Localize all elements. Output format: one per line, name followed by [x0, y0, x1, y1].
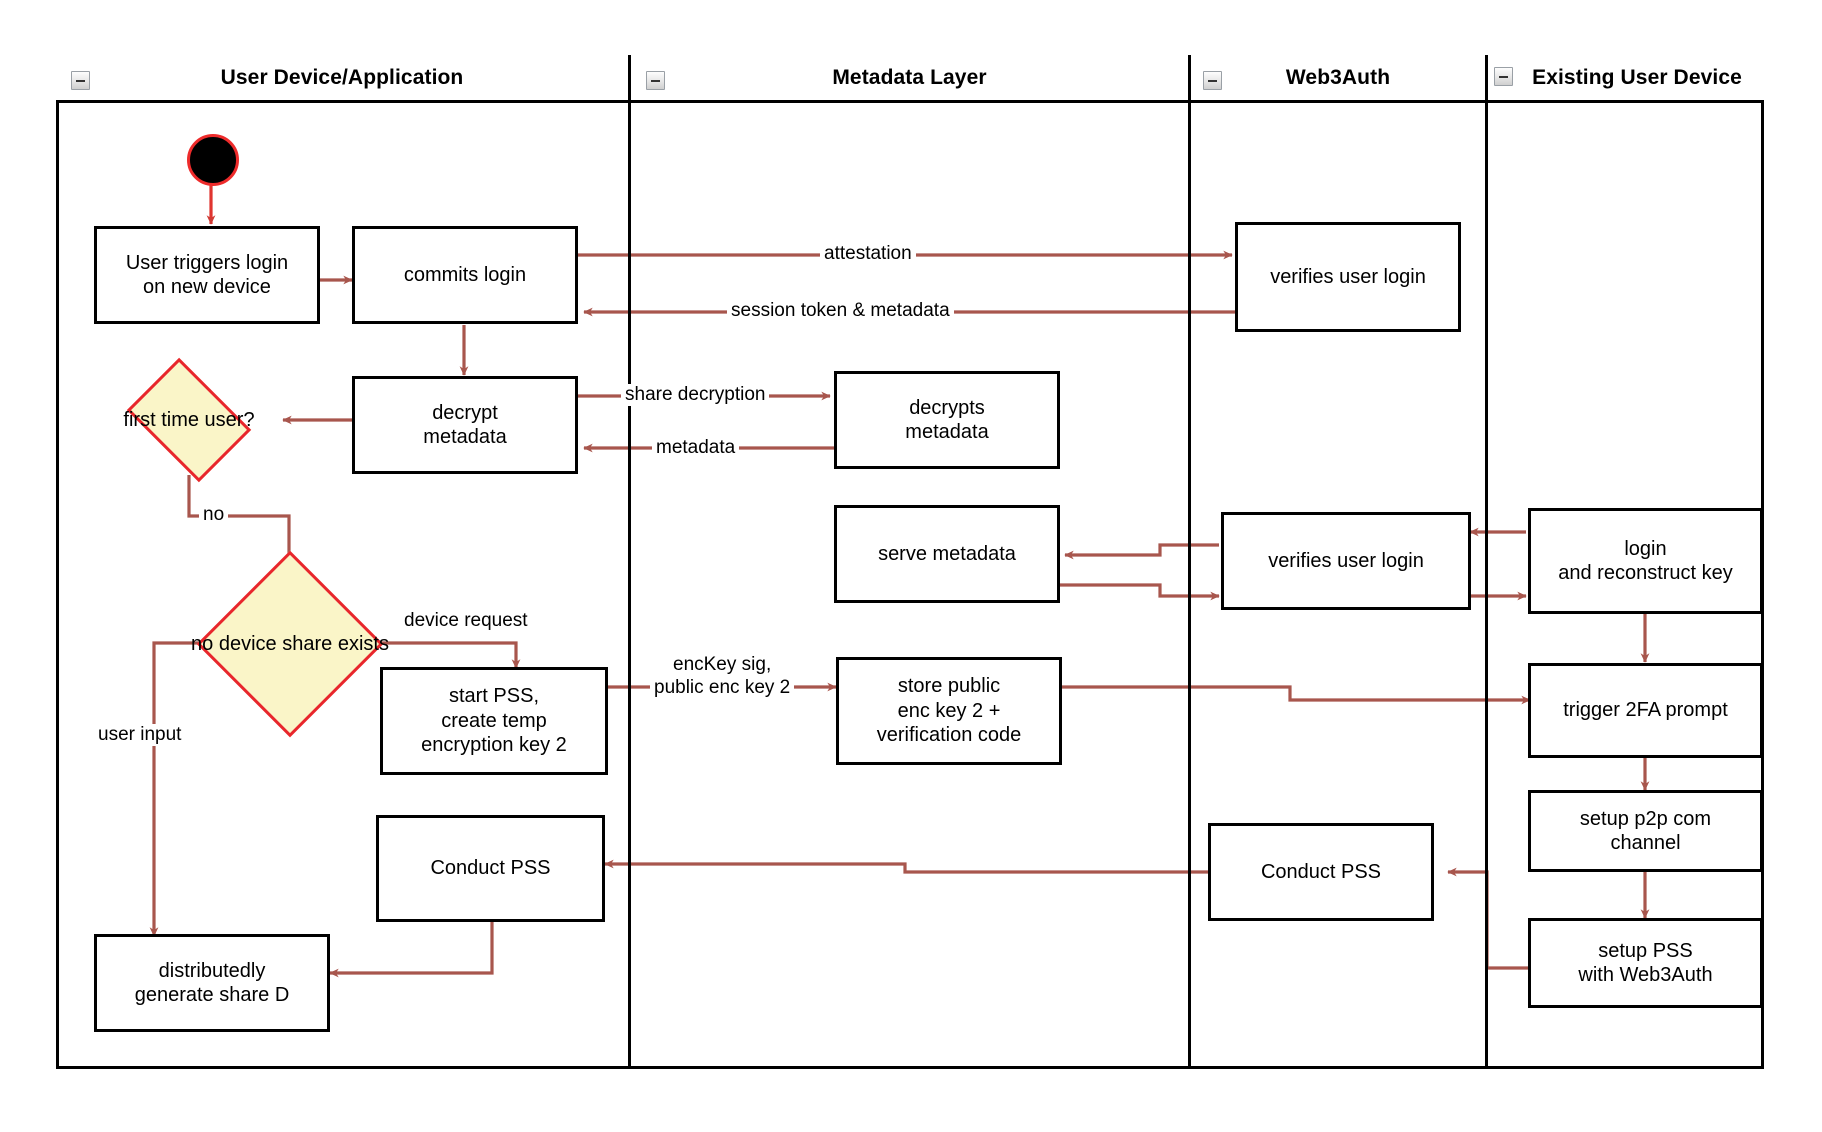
- node-label: verifies user login: [1268, 549, 1424, 572]
- node-label: serve metadata: [878, 542, 1016, 565]
- decision-line-1: first time: [123, 409, 199, 431]
- start-node: [187, 134, 239, 186]
- lane-header-web3auth[interactable]: Web3Auth: [1191, 55, 1488, 103]
- edge-label-device-request: device request: [400, 610, 532, 633]
- edge-label-share-decryption: share decryption: [621, 384, 770, 407]
- node-start-pss[interactable]: start PSS, create temp encryption key 2: [380, 667, 608, 775]
- node-label: verifies user login: [1270, 265, 1426, 288]
- decision-first-time-user[interactable]: first time user?: [106, 357, 272, 483]
- minus-icon[interactable]: [1203, 71, 1222, 90]
- node-label: Conduct PSS: [1260, 860, 1382, 883]
- edge-label-no: no: [199, 504, 229, 527]
- node-line-2: metadata: [423, 426, 507, 448]
- edge-label-line-2: public enc key 2: [654, 676, 791, 698]
- node-line-1: login: [1624, 537, 1667, 560]
- node-distributedly-generate-share-d[interactable]: distributedly generate share D: [94, 934, 330, 1032]
- node-line-1: User triggers login: [125, 251, 289, 274]
- node-line-2: create temp: [441, 709, 547, 732]
- node-line-1: start PSS,: [448, 685, 539, 708]
- node-user-triggers-login[interactable]: User triggers login on new device: [94, 226, 320, 324]
- node-login-and-reconstruct-key[interactable]: login and reconstruct key: [1528, 508, 1763, 614]
- edge-label-user-input: user input: [94, 724, 186, 747]
- node-setup-p2p-com-channel[interactable]: setup p2p com channel: [1528, 790, 1763, 872]
- node-commits-login[interactable]: commits login: [352, 226, 578, 324]
- minus-icon[interactable]: [71, 71, 90, 90]
- node-line-2: metadata: [905, 421, 989, 443]
- lane-title: User Device/Application: [220, 65, 464, 89]
- node-verifies-user-login-1[interactable]: verifies user login: [1235, 222, 1461, 332]
- node-line-1: decrypts: [909, 396, 985, 419]
- node-line-2: with Web3Auth: [1578, 964, 1713, 986]
- edge-label-enckey-sig: encKey sig, public enc key 2: [650, 654, 795, 700]
- edge-label-metadata: metadata: [652, 437, 740, 460]
- node-line-2: enc key 2 +: [897, 699, 1001, 722]
- decision-line-1: no device: [191, 633, 277, 655]
- edge-label-attestation: attestation: [820, 243, 916, 266]
- lane-title: Web3Auth: [1285, 65, 1391, 89]
- node-line-2: on new device: [143, 276, 271, 298]
- lane-title: Existing User Device: [1532, 65, 1742, 89]
- node-trigger-2fa-prompt[interactable]: trigger 2FA prompt: [1528, 663, 1763, 758]
- node-label: trigger 2FA prompt: [1563, 699, 1728, 722]
- node-label: Conduct PSS: [430, 857, 551, 880]
- minus-icon[interactable]: [1494, 67, 1513, 86]
- node-line-2: generate share D: [134, 984, 290, 1006]
- edge-label-session-token: session token & metadata: [727, 300, 954, 323]
- decision-line-2: share exists: [282, 633, 389, 655]
- lane-title: Metadata Layer: [832, 65, 987, 89]
- decision-line-2: user?: [204, 409, 255, 431]
- node-line-1: setup p2p com: [1579, 807, 1712, 830]
- node-label: commits login: [403, 263, 527, 286]
- node-line-3: encryption key 2: [421, 734, 567, 757]
- node-line-1: setup PSS: [1598, 939, 1693, 962]
- node-store-public-enc-key[interactable]: store public enc key 2 + verification co…: [836, 657, 1062, 765]
- node-line-2: and reconstruct key: [1558, 562, 1733, 584]
- node-setup-pss-with-web3auth[interactable]: setup PSS with Web3Auth: [1528, 918, 1763, 1008]
- node-line-1: store public: [897, 675, 1001, 698]
- node-line-1: distributedly: [158, 959, 266, 982]
- node-conduct-pss-user-device[interactable]: Conduct PSS: [376, 815, 605, 922]
- node-serve-metadata[interactable]: serve metadata: [834, 505, 1060, 603]
- node-decrypts-metadata[interactable]: decrypts metadata: [834, 371, 1060, 469]
- lane-header-user-device[interactable]: User Device/Application: [56, 55, 631, 103]
- lane-header-existing-user-device[interactable]: Existing User Device: [1488, 55, 1764, 103]
- node-line-1: decrypt: [432, 401, 498, 424]
- node-line-3: verification code: [876, 724, 1022, 747]
- lane-body-user-device: [56, 103, 631, 1069]
- decision-no-device-share-exists[interactable]: no device share exists: [190, 550, 390, 738]
- lane-body-web3auth: [1191, 103, 1488, 1069]
- node-decrypt-metadata[interactable]: decrypt metadata: [352, 376, 578, 474]
- minus-icon[interactable]: [646, 71, 665, 90]
- edge-label-line-1: encKey sig,: [673, 654, 772, 675]
- node-line-2: channel: [1610, 832, 1681, 854]
- lane-body-metadata-layer: [631, 103, 1191, 1069]
- lane-header-metadata-layer[interactable]: Metadata Layer: [631, 55, 1191, 103]
- node-conduct-pss-web3auth[interactable]: Conduct PSS: [1208, 823, 1434, 921]
- node-verifies-user-login-2[interactable]: verifies user login: [1221, 512, 1471, 610]
